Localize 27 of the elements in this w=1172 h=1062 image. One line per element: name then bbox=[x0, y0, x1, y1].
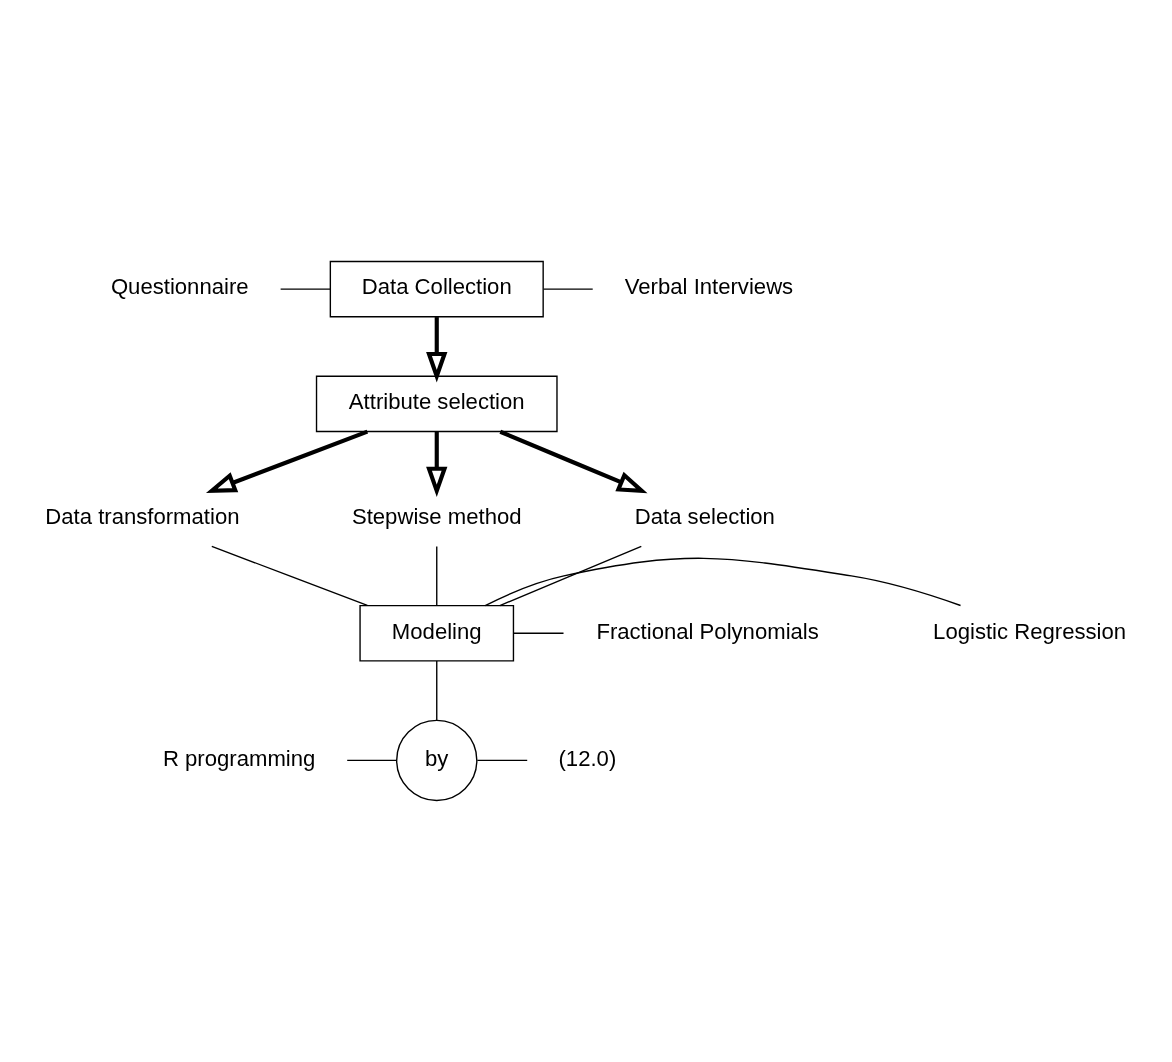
node-text: Verbal Interviews bbox=[624, 274, 794, 300]
node-circle: by bbox=[396, 719, 478, 802]
arrow bbox=[205, 429, 369, 493]
connector bbox=[476, 759, 528, 762]
connector bbox=[512, 632, 565, 634]
connector bbox=[211, 545, 368, 607]
connector bbox=[484, 557, 962, 607]
arrow bbox=[426, 431, 448, 498]
connector bbox=[499, 545, 642, 607]
connector bbox=[436, 545, 438, 607]
node-box: Attribute selection bbox=[315, 375, 558, 433]
node-text: Data transformation bbox=[45, 503, 240, 529]
node-text: Logistic Regression bbox=[933, 618, 1127, 644]
node-text: Stepwise method bbox=[351, 503, 522, 529]
node-text: Questionnaire bbox=[110, 274, 249, 300]
connector bbox=[436, 660, 438, 721]
node-text: (12.0) bbox=[558, 745, 617, 771]
connector bbox=[279, 288, 331, 290]
node-text: Data selection bbox=[634, 503, 775, 529]
arrow bbox=[426, 317, 448, 383]
arrow bbox=[499, 429, 648, 494]
connector bbox=[542, 288, 594, 290]
node-box: Data Collection bbox=[329, 260, 544, 318]
node-box: Modeling bbox=[359, 604, 515, 662]
connector bbox=[346, 759, 398, 762]
node-text: Fractional Polynomials bbox=[596, 618, 819, 644]
node-text: R programming bbox=[162, 745, 316, 771]
